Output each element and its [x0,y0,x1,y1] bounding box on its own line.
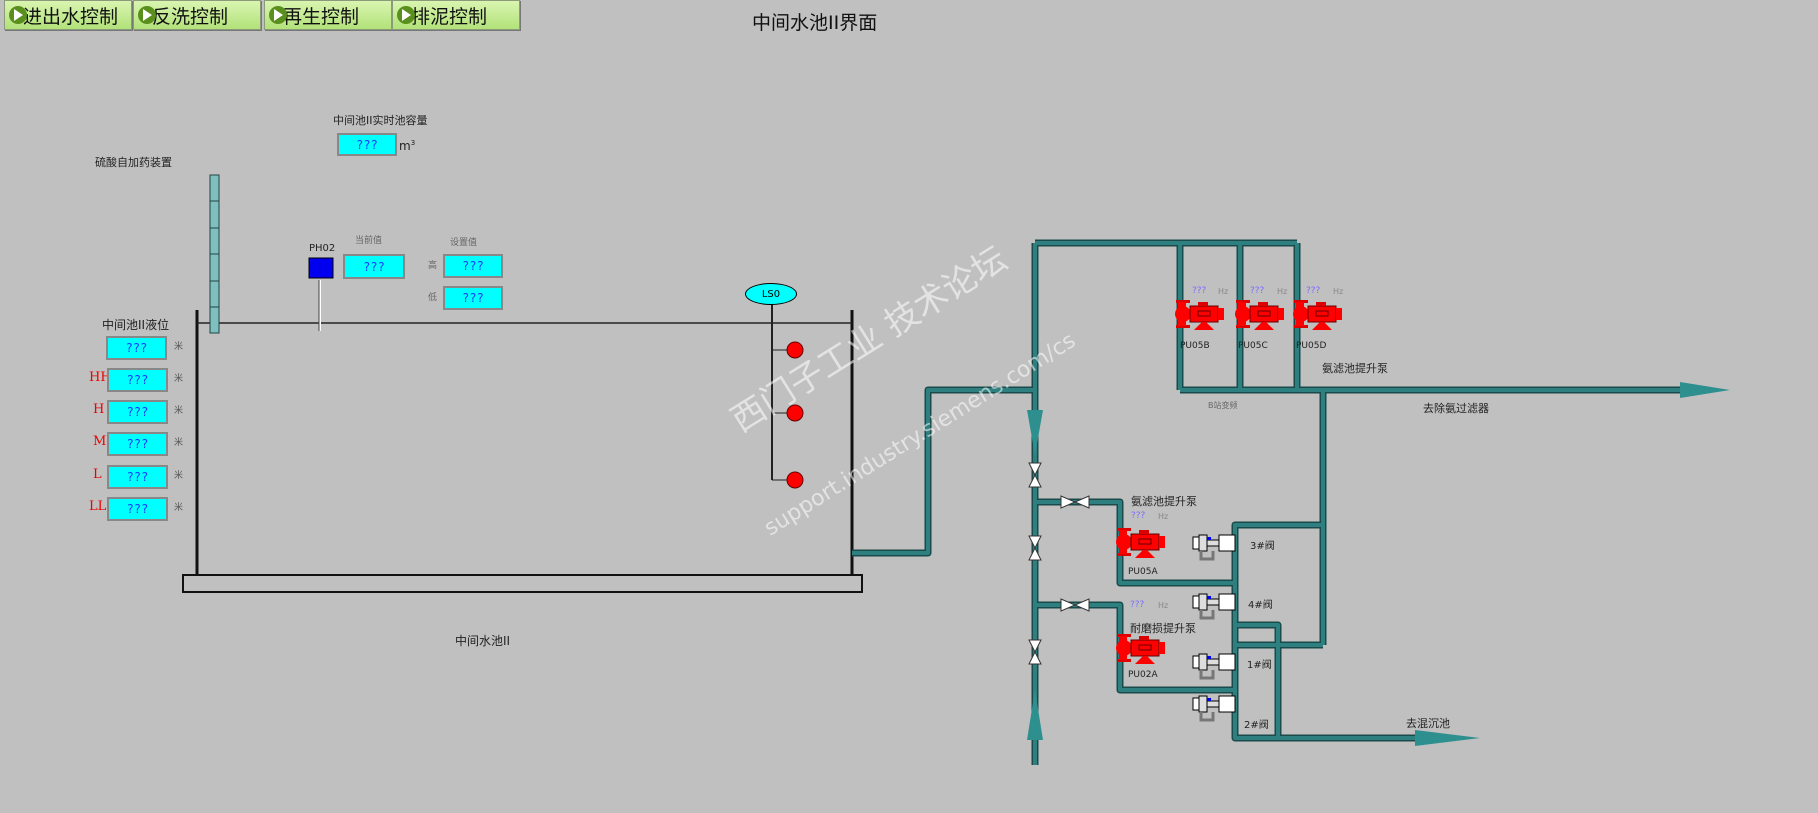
capacity-label: 中间池II实时池容量 [333,114,428,127]
valve-1-label[interactable]: 1#阀 [1247,660,1272,671]
ph-low-label: 低 [428,293,438,303]
level-label: 中间池II液位 [102,318,170,332]
nav-button-regen[interactable]: 再生控制 [264,0,392,30]
alarm-tag-h: H [93,402,105,417]
pump-a-group-label: 氨滤池提升泵 [1131,495,1197,508]
pump-freq: ??? [1130,600,1145,610]
play-icon [138,6,156,24]
pump-tag-pu02a[interactable]: PU02A [1128,670,1158,680]
hz-unit: Hz [1333,287,1344,296]
flow-arrows [1027,382,1730,746]
pump-freq: ??? [1192,286,1207,296]
to-filter-label: 去除氨过滤器 [1423,402,1489,415]
capacity-unit-sup: 3 [410,139,416,147]
pump-tag-pu05c[interactable]: PU05C [1238,341,1268,351]
ph-high-setpoint[interactable]: ??? [443,254,503,278]
alarm-value-m[interactable]: ??? [107,432,168,456]
ph-current-label: 当前值 [355,236,383,246]
alarm-tag-l: L [93,467,102,482]
ph-current-value: ??? [343,254,405,279]
ph-tag: PH02 [309,243,336,254]
alarm-tag-ll: LL [89,499,107,514]
nav-button-backwash[interactable]: 反洗控制 [133,0,261,30]
valve-4-label[interactable]: 4#阀 [1248,600,1273,611]
alarm-tag-hh: HH [89,370,112,385]
nav-button-sludge[interactable]: 排泥控制 [392,0,520,30]
level-unit: 米 [174,374,184,384]
capacity-value: ??? [337,133,397,156]
level-unit: 米 [174,438,184,448]
pump-b-group-label: 耐磨损提升泵 [1130,622,1196,635]
hz-unit: Hz [1218,287,1229,296]
play-icon [9,6,27,24]
hz-unit: Hz [1158,512,1169,521]
to-sedimentation-label: 去混沉池 [1406,717,1450,730]
level-switch-ls0: LS0 [745,283,797,305]
play-icon [397,6,415,24]
nav-button-inout[interactable]: 进出水控制 [4,0,132,30]
top-pump-group-label: 氨滤池提升泵 [1322,362,1388,375]
level-unit: 米 [174,406,184,416]
hz-unit: Hz [1277,287,1288,296]
ph-high-label: 高 [428,261,438,271]
pump-tag-pu05d[interactable]: PU05D [1296,341,1327,351]
level-unit: 米 [174,471,184,481]
capacity-unit: m [399,139,411,153]
alarm-value-l[interactable]: ??? [107,465,168,489]
pump-freq: ??? [1250,286,1265,296]
valve-3-label[interactable]: 3#阀 [1250,541,1275,552]
pump-tag-pu05b[interactable]: PU05B [1180,341,1210,351]
play-icon [269,6,287,24]
ph-low-setpoint[interactable]: ??? [443,286,503,310]
pump-freq: ??? [1131,511,1146,521]
alarm-value-hh[interactable]: ??? [107,368,168,392]
dosing-label: 硫酸自加药装置 [95,156,172,169]
level-unit: 米 [174,503,184,513]
alarm-value-ll[interactable]: ??? [107,497,168,521]
pump-freq: ??? [1306,286,1321,296]
pump-tag-pu05a[interactable]: PU05A [1128,567,1158,577]
alarm-value-h[interactable]: ??? [107,400,168,424]
page-title: 中间水池II界面 [752,12,878,34]
hz-unit: Hz [1158,601,1169,610]
vfd-label: B站变频 [1208,401,1238,410]
level-value: ??? [106,336,167,360]
level-unit: 米 [174,342,184,352]
ph-setpoint-label: 设置值 [450,238,478,248]
valve-2-label[interactable]: 2#阀 [1244,720,1269,731]
tank-label: 中间水池II [455,634,511,648]
alarm-tag-m: M [93,434,107,449]
